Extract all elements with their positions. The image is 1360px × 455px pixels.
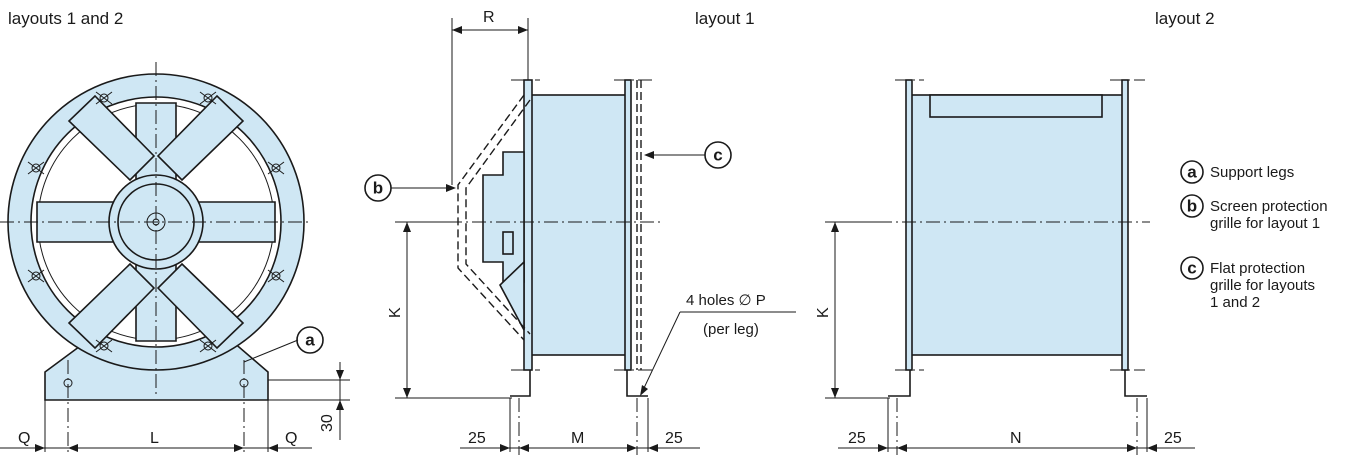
legend-c-line-3: 1 and 2 <box>1210 294 1260 311</box>
legend-c-circle <box>1180 256 1204 280</box>
dim-k2-arrow-top <box>831 222 839 232</box>
dim-l-text: L <box>150 430 159 447</box>
dim-n-arrow-left <box>897 444 907 452</box>
callout-b-text: b <box>373 179 383 198</box>
callout-c-text: c <box>713 146 722 165</box>
legend-a-circle <box>1180 160 1204 184</box>
l2-casing <box>909 94 1126 356</box>
dim-m-text: M <box>571 430 584 447</box>
blade-bottom-left <box>67 262 156 350</box>
l2-terminal-box <box>929 94 1103 118</box>
dim-m-arrow-left <box>519 444 529 452</box>
legend-b-line-2: grille for layout 1 <box>1210 215 1320 232</box>
dim-r-arrow-right <box>518 26 528 34</box>
dim-q-right-arrow <box>268 444 278 452</box>
legend-item-c: c Flat protection grille for layouts 1 a… <box>1180 256 1315 311</box>
dim-k1-arrow-bottom <box>403 388 411 398</box>
per-leg-label: (per leg) <box>703 321 759 338</box>
ring-bolts <box>27 91 285 353</box>
dim-30-arrow-bottom <box>336 400 344 410</box>
dim-l1-25-right: 25 <box>665 430 683 447</box>
dim-k1-arrow-top <box>403 222 411 232</box>
dim-k2-arrow-bottom <box>831 388 839 398</box>
legend-item-a: a Support legs <box>1180 160 1294 184</box>
l1-casing <box>529 94 629 356</box>
callout-b-arrow <box>446 184 456 192</box>
dim-l2-25-right: 25 <box>1164 430 1182 447</box>
dim-k2-text: K <box>815 307 832 318</box>
l1-leg-rear <box>626 370 648 397</box>
dim-l2-arrow-b <box>1147 444 1157 452</box>
dim-30-arrow-top <box>336 370 344 380</box>
legend: a Support legs b Screen protection grill… <box>1180 160 1328 311</box>
dim-n-text: N <box>1010 430 1022 447</box>
l1-screen-grille-outer <box>457 94 525 341</box>
holes-label: 4 holes ∅ P <box>686 292 766 309</box>
dim-n-arrow-right <box>1127 444 1137 452</box>
dim-l-arrow-left <box>68 444 78 452</box>
side-view-layout-2: layout 2 K 25 N 25 <box>815 9 1215 455</box>
title-front: layouts 1 and 2 <box>8 9 123 28</box>
dim-l1-arrow-a <box>500 444 510 452</box>
callout-a-text: a <box>305 331 315 350</box>
blade-top-right <box>156 94 245 182</box>
dim-q-left-arrow <box>35 444 45 452</box>
front-view: layouts 1 and 2 <box>0 9 350 455</box>
l2-leg-front <box>888 370 911 397</box>
dim-r-text: R <box>483 9 495 26</box>
l2-rear-flange <box>1121 79 1129 371</box>
dim-l2-arrow-a <box>878 444 888 452</box>
title-layout-1: layout 1 <box>695 9 755 28</box>
legend-a-line-1: Support legs <box>1210 164 1294 181</box>
l1-screen-grille-inner <box>465 99 531 335</box>
legend-c-key: c <box>1187 259 1196 278</box>
holes-leader <box>643 311 681 389</box>
title-layout-2: layout 2 <box>1155 9 1215 28</box>
legend-a-key: a <box>1187 163 1197 182</box>
dim-30-text: 30 <box>319 414 336 432</box>
dim-l1-arrow-b <box>648 444 658 452</box>
legend-b-circle <box>1180 194 1204 218</box>
dim-q-left-text: Q <box>18 430 30 447</box>
l1-leg-front <box>510 370 531 397</box>
l2-leg-rear <box>1124 370 1147 397</box>
l1-motor-box <box>502 231 514 255</box>
dim-q-right-text: Q <box>285 430 297 447</box>
blade-top-left <box>67 94 156 182</box>
l1-front-flange <box>523 79 533 371</box>
dim-l1-25-left: 25 <box>468 430 486 447</box>
dim-m-arrow-right <box>627 444 637 452</box>
l2-front-flange <box>905 79 913 371</box>
legend-b-line-1: Screen protection <box>1210 198 1328 215</box>
l1-rear-flange <box>624 79 632 371</box>
callout-c-arrow <box>644 151 654 159</box>
legend-c-line-1: Flat protection <box>1210 260 1305 277</box>
legend-c-line-2: grille for layouts <box>1210 277 1315 294</box>
dim-l2-25-left: 25 <box>848 430 866 447</box>
blade-bottom-right <box>156 262 245 350</box>
dim-k1-text: K <box>387 307 404 318</box>
callout-a-leader <box>243 339 299 363</box>
legend-b-key: b <box>1187 197 1197 216</box>
legend-item-b: b Screen protection grille for layout 1 <box>1180 194 1328 232</box>
l1-motor <box>482 151 525 283</box>
dim-r-arrow-left <box>452 26 462 34</box>
dim-l-arrow-right <box>234 444 244 452</box>
callout-a-circle <box>296 326 324 354</box>
side-view-layout-1: layout 1 R <box>364 9 796 455</box>
holes-arrow <box>640 385 648 396</box>
l1-motor-support <box>499 260 525 331</box>
